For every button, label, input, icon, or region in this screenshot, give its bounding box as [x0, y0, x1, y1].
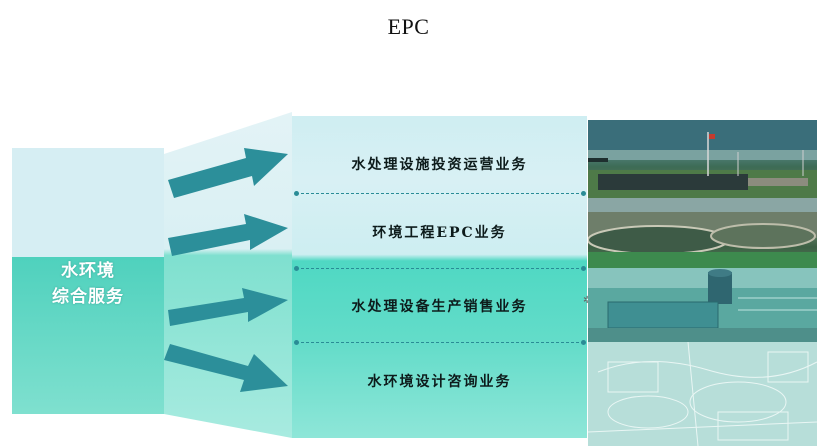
arrow-1-icon — [168, 148, 288, 198]
sedimentation-tank-photo — [588, 198, 817, 268]
business-label-2: 环境工程EPC业务 — [372, 225, 507, 241]
sparkle-icon: ✲ — [583, 295, 591, 306]
divider-3 — [294, 340, 586, 345]
business-band — [292, 116, 587, 438]
arrow-4-icon — [164, 344, 288, 392]
treatment-equipment-photo — [588, 268, 817, 342]
arrow-2-icon — [168, 214, 288, 256]
water-environment-service-label: 水环境 综合服务 — [12, 258, 164, 310]
page-title: EPC — [387, 14, 430, 39]
divider-2 — [294, 266, 586, 271]
business-label-1: 水处理设施投资运营业务 — [351, 157, 528, 173]
divider-1 — [294, 191, 586, 196]
fan-connector — [164, 112, 292, 438]
service-label-line-1: 水环境 — [61, 261, 115, 281]
service-label-line-2: 综合服务 — [52, 287, 124, 307]
arrow-3-icon — [168, 288, 288, 326]
water-environment-service-block — [12, 148, 164, 414]
water-treatment-plant-entrance-photo — [588, 120, 817, 198]
engineering-blueprints-photo — [588, 342, 817, 446]
business-label-4: 水环境设计咨询业务 — [367, 374, 512, 390]
business-label-3: 水处理设备生产销售业务 — [351, 299, 528, 315]
